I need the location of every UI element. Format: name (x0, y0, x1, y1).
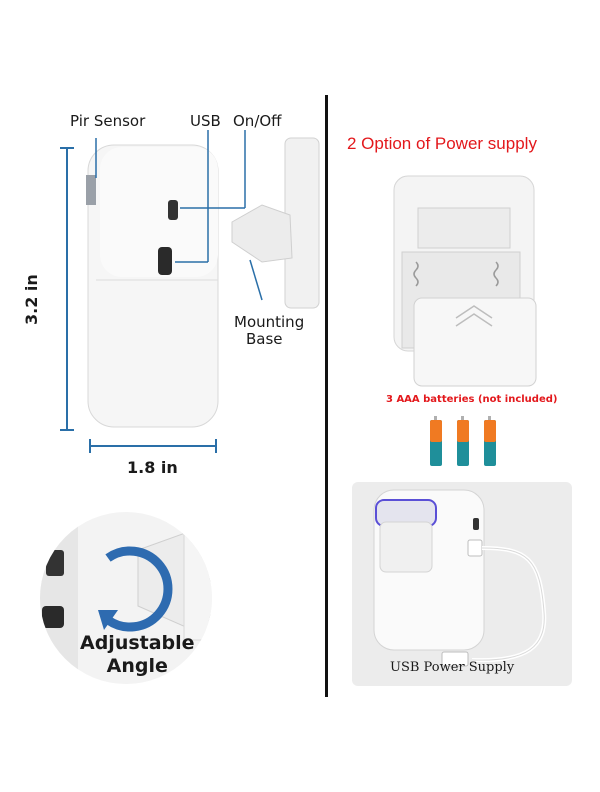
adjustable-angle-label: Adjustable Angle (80, 632, 195, 678)
mounting-base-label-line2: Base (246, 330, 283, 348)
height-dimension-label: 3.2 in (22, 274, 41, 325)
adjustable-label-line1: Adjustable (80, 632, 195, 654)
adjustable-angle-svg (40, 512, 212, 684)
adjustable-label-line2: Angle (106, 655, 168, 677)
width-dimension-label: 1.8 in (127, 458, 178, 477)
battery-note: 3 AAA batteries (not included) (386, 394, 558, 405)
power-options-title: 2 Option of Power supply (347, 134, 537, 153)
usb-power-panel (352, 482, 572, 686)
usb-label: USB (190, 112, 221, 130)
pir-sensor-label: Pir Sensor (70, 112, 146, 130)
mounting-base-label-line1: Mounting (234, 313, 305, 331)
aaa-batteries-svg (430, 416, 496, 466)
battery-compartment-svg (393, 175, 537, 387)
main-device-svg (60, 130, 320, 453)
usb-power-supply-label: USB Power Supply (390, 660, 515, 675)
vertical-divider (325, 95, 328, 697)
on-off-label: On/Off (233, 112, 282, 130)
usb-device-svg (373, 489, 547, 667)
